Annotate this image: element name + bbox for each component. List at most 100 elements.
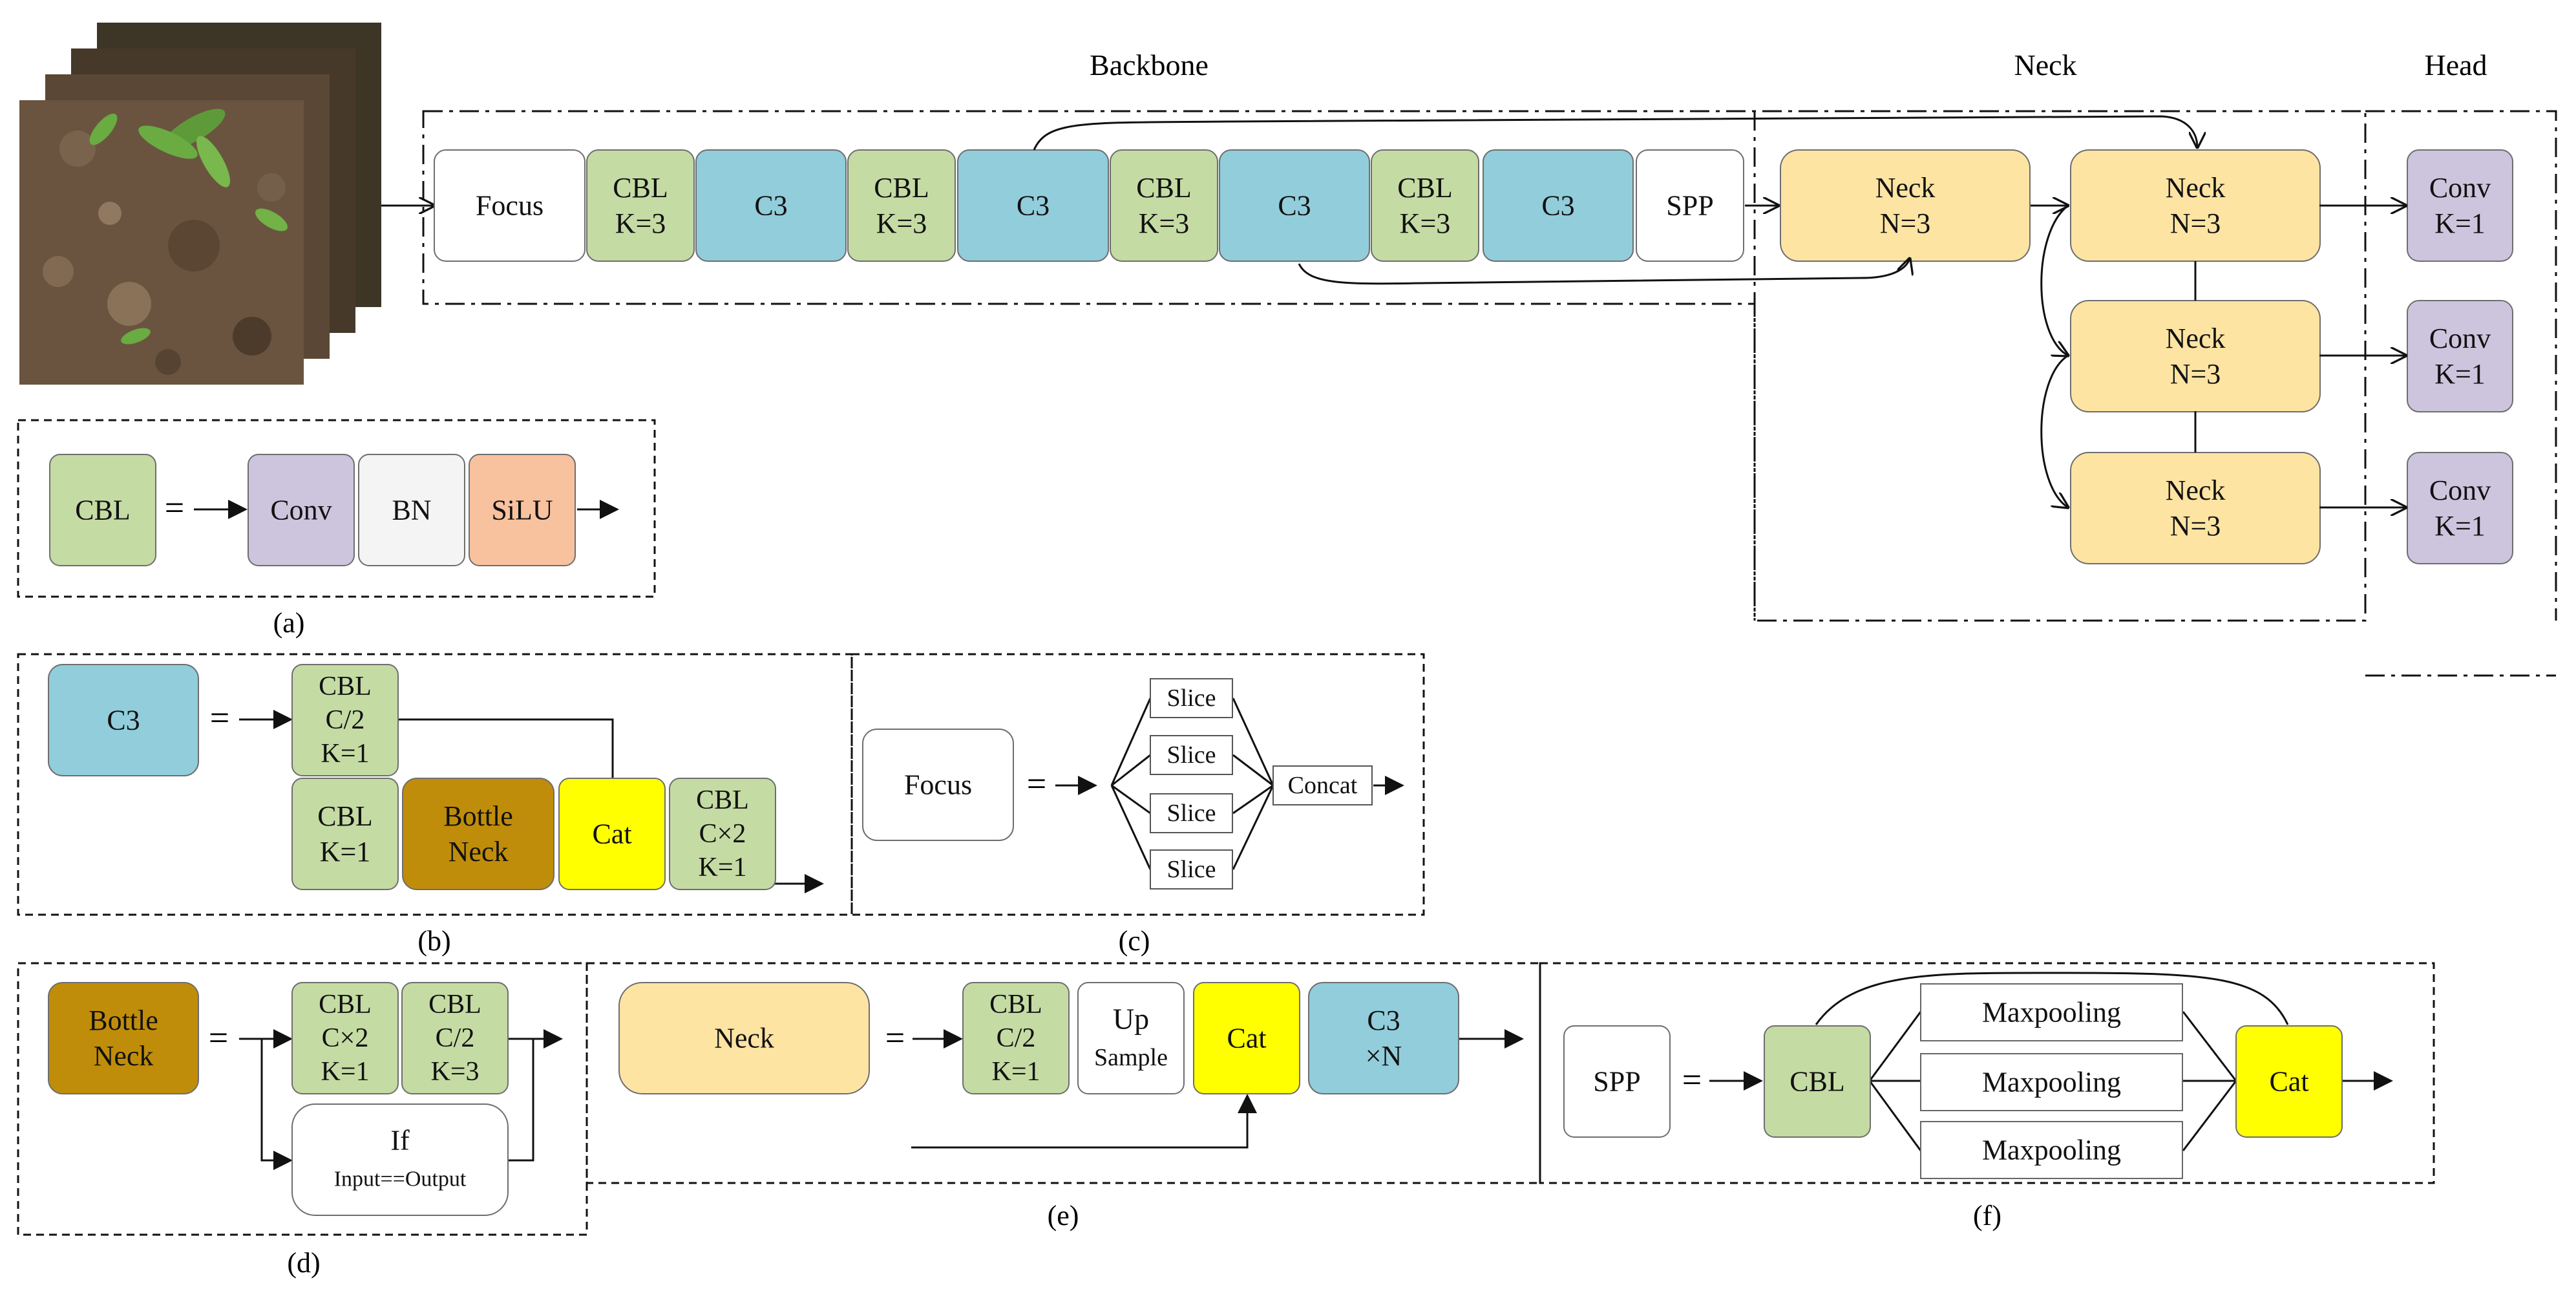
- backbone-block-c3-label: C3: [1278, 190, 1311, 222]
- panel-d-caption: (d): [287, 1247, 320, 1279]
- panel-f-maxpooling: Maxpooling: [1920, 983, 2183, 1041]
- panel-d-bottleneck-block-label: Bottle: [89, 1005, 158, 1036]
- panel-a: = (a): [17, 419, 656, 639]
- panel-b-bottleneck-label: Neck: [449, 836, 509, 868]
- panel-b-cbl-bottom-label: CBL: [317, 800, 373, 832]
- panel-b: = (b): [17, 653, 853, 957]
- backbone-block-cbl-label: K=3: [615, 208, 666, 239]
- backbone-block-c3: C3: [957, 149, 1109, 262]
- backbone-block-focus: Focus: [434, 149, 586, 262]
- panel-c-slice-label: Slice: [1167, 685, 1216, 712]
- panel-e-c3-label: C3: [1367, 1005, 1400, 1036]
- panel-b-cbl-out-label: C×2: [699, 819, 746, 849]
- head-conv-block-label: Conv: [2429, 323, 2491, 354]
- panel-f-maxpooling: Maxpooling: [1920, 1053, 2183, 1111]
- backbone-block-c3-label: C3: [1541, 190, 1574, 222]
- panel-c-caption: (c): [1119, 925, 1150, 957]
- backbone-block-cbl-label: CBL: [613, 172, 668, 204]
- panel-e-cat-label: Cat: [1227, 1023, 1266, 1054]
- backbone-block-cbl-label: K=3: [1400, 208, 1451, 239]
- backbone-block-c3: C3: [695, 149, 847, 262]
- backbone-block-focus-label: Focus: [476, 190, 544, 222]
- panel-a-silu-block: SiLU: [469, 454, 576, 566]
- panel-e-cbl-label: C/2: [997, 1023, 1036, 1053]
- panel-c-slice: Slice: [1150, 849, 1233, 890]
- panel-b-cbl-out-label: K=1: [698, 853, 746, 882]
- panel-b-caption: (b): [417, 925, 450, 957]
- panel-b-c3-block-label: C3: [107, 705, 140, 736]
- panel-b-equals: =: [210, 698, 229, 737]
- panel-e-c3-label: ×N: [1366, 1040, 1402, 1072]
- panel-f-equals: =: [1682, 1060, 1702, 1099]
- panel-c-slice-label: Slice: [1167, 741, 1216, 769]
- panel-d-cbl-2-label: CBL: [428, 990, 481, 1019]
- panel-e: = (e): [586, 962, 1541, 1231]
- panel-d-cbl-1-label: K=1: [321, 1057, 369, 1087]
- neck-block-label: N=3: [1880, 208, 1931, 239]
- panel-e-equals: =: [885, 1018, 905, 1057]
- soil-texture: [43, 131, 286, 375]
- backbone-block-cbl-label: CBL: [1136, 172, 1192, 204]
- panel-b-cbl-top-label: CBL: [319, 672, 372, 701]
- section-frames: [422, 110, 2557, 677]
- panel-e-neck-block-label: Neck: [714, 1023, 774, 1054]
- panel-e-upsample-label: Up: [1113, 1003, 1149, 1036]
- panel-d-bottleneck-block-label: Neck: [94, 1040, 154, 1072]
- panel-e-caption: (e): [1048, 1200, 1079, 1231]
- panel-a-equals: =: [165, 488, 184, 527]
- head-title: Head: [2424, 48, 2487, 81]
- panel-c-slice: Slice: [1150, 735, 1233, 775]
- skip-connection-upper: [1033, 115, 2197, 151]
- head-conv-block-label: Conv: [2429, 474, 2491, 506]
- backbone-block-spp-label: SPP: [1666, 190, 1713, 222]
- backbone-block-cbl-label: K=3: [876, 208, 927, 239]
- neck-block-label: N=3: [2170, 358, 2221, 390]
- panel-f-maxpooling: Maxpooling: [1920, 1121, 2183, 1179]
- panel-d-equals: =: [209, 1018, 228, 1057]
- panel-c-slice-label: Slice: [1167, 800, 1216, 827]
- panel-b-c3-block: C3: [48, 664, 199, 776]
- head-conv-block-label: K=1: [2434, 208, 2486, 239]
- panel-c-slice: Slice: [1150, 793, 1233, 833]
- seedling-icon: [89, 109, 288, 345]
- panel-f-caption: (f): [1973, 1200, 2001, 1231]
- panel-f-maxpooling-label: Maxpooling: [1982, 997, 2121, 1028]
- panel-d-cbl-2-label: C/2: [436, 1023, 475, 1053]
- neck-block-label: Neck: [2166, 172, 2226, 204]
- panel-b-bottleneck-label: Bottle: [443, 800, 513, 832]
- panel-d-if-condition-label: Input==Output: [334, 1167, 467, 1191]
- input-image-stack: [19, 23, 434, 385]
- neck-block-label: N=3: [2170, 208, 2221, 239]
- panel-b-cbl-out-label: CBL: [696, 785, 749, 815]
- backbone-block-c3: C3: [1219, 149, 1370, 262]
- panel-a-bn-block: BN: [358, 454, 465, 566]
- backbone-neck-frame: [422, 110, 2367, 622]
- panel-f-cbl: CBL: [1764, 1025, 1871, 1138]
- panel-c-concat-label: Concat: [1288, 772, 1358, 799]
- panel-b-cat: Cat: [558, 778, 666, 890]
- panel-d-cbl-1-label: CBL: [319, 990, 372, 1019]
- backbone-block-cbl: CBL K=3: [586, 149, 695, 262]
- panel-b-cbl-top-label: K=1: [321, 739, 369, 769]
- panel-f-cbl-label: CBL: [1789, 1066, 1845, 1098]
- panel-c-focus-block-label: Focus: [904, 769, 972, 801]
- panel-c-slice: Slice: [1150, 678, 1233, 718]
- panel-f: = (f): [1539, 962, 2435, 1231]
- panel-b-cbl-top-label: C/2: [326, 705, 365, 735]
- panel-a-conv-block-label: Conv: [270, 495, 332, 526]
- panel-b-cat-label: Cat: [592, 818, 631, 850]
- neck-title: Neck: [2014, 48, 2076, 81]
- panel-c-concat: Concat: [1272, 765, 1373, 805]
- panel-e-neck-block: Neck: [618, 982, 870, 1094]
- panel-e-upsample-label: Sample: [1094, 1044, 1168, 1071]
